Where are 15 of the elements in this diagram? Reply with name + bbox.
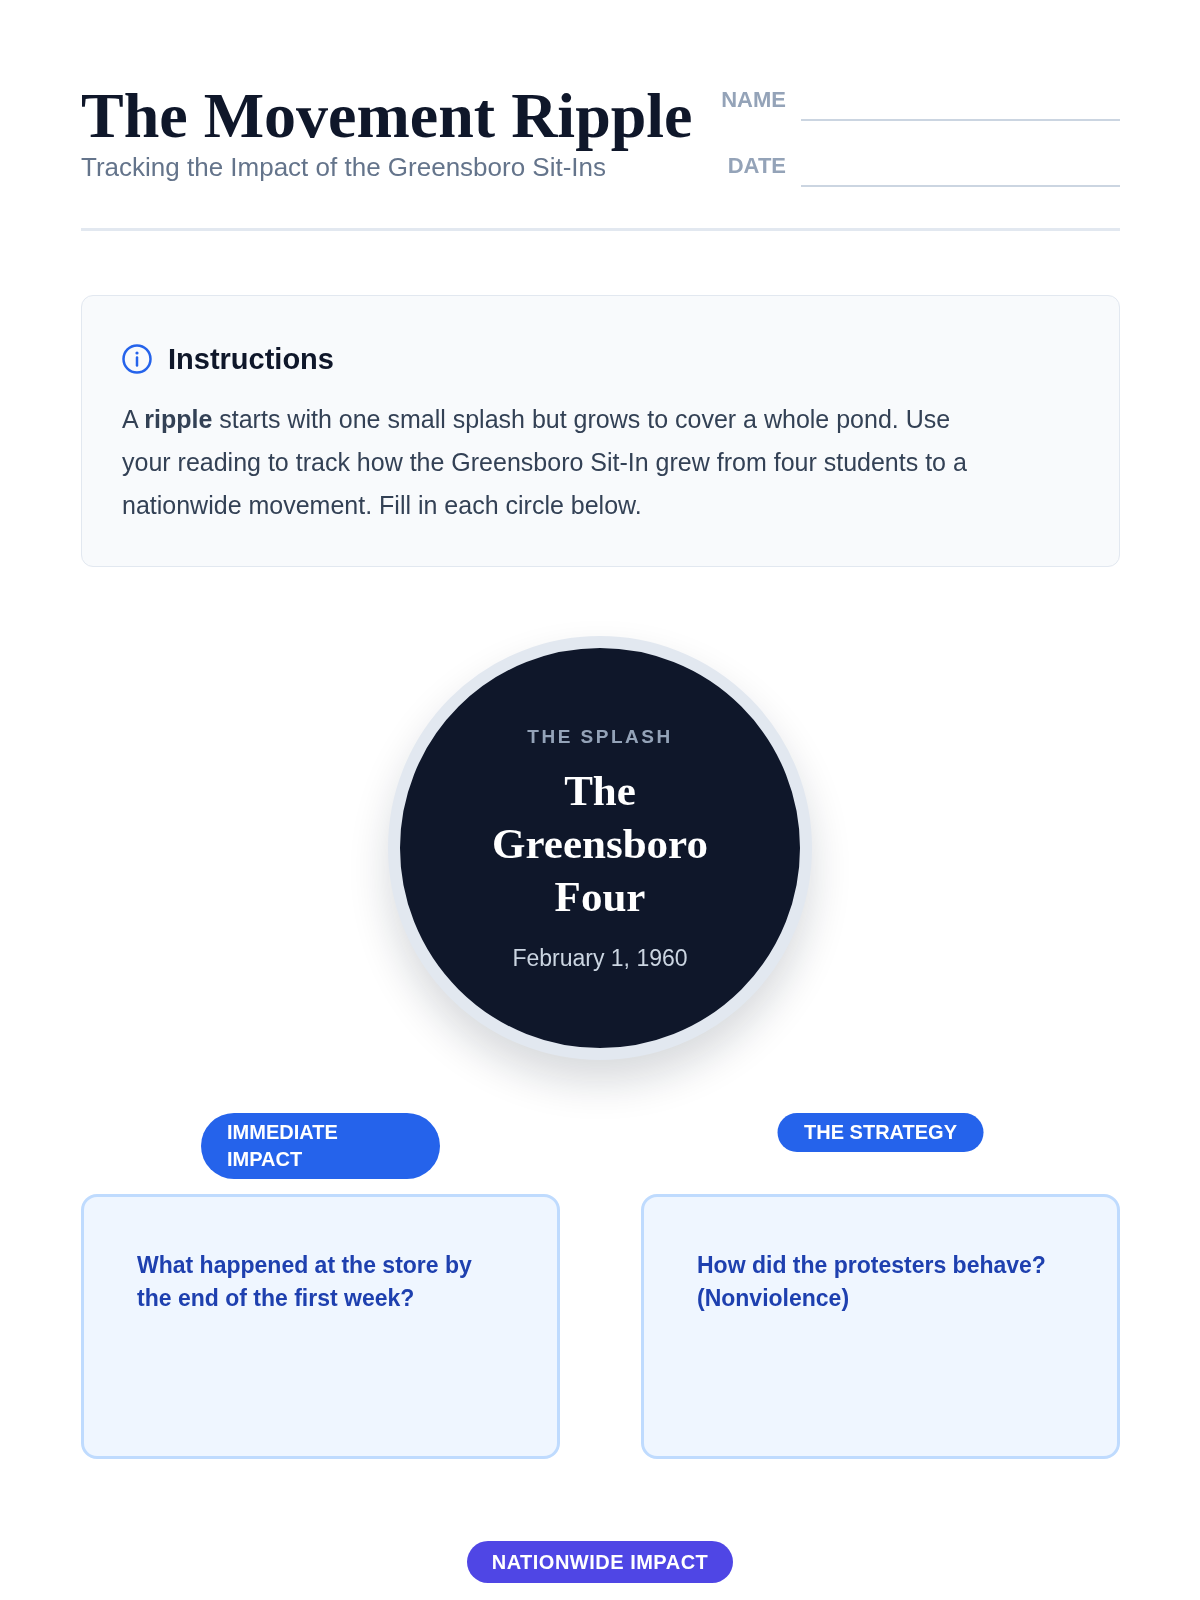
page-title: The Movement Ripple [81, 80, 693, 152]
instructions-text: A ripple starts with one small splash but grows to cover a whole pond. Use your reading to track how the Greensboro Sit-In grew from four students to a nationwide movement. Fill in each circle below. [122, 404, 968, 521]
instructions-panel [81, 295, 1120, 567]
category-badge: THE STRATEGY [777, 1113, 984, 1152]
field-label: NAME [721, 88, 786, 112]
date-text: February 1, 1960 [512, 944, 688, 971]
circle-title: The Greensboro Four [491, 765, 709, 922]
circle-label: THE SPLASH [527, 725, 673, 748]
question-text: How did the protesters behave? (Nonviolence) [697, 1251, 1047, 1313]
question-text: What happened at the store by the end of the first week? [137, 1251, 473, 1313]
panel-heading: Instructions [168, 342, 334, 376]
category-badge: NATIONWIDE IMPACT [467, 1541, 733, 1583]
category-badge: IMMEDIATE IMPACT [201, 1113, 440, 1179]
field-label: DATE [727, 154, 786, 178]
subtitle: Tracking the Impact of the Greensboro Sit-Ins [81, 152, 607, 182]
